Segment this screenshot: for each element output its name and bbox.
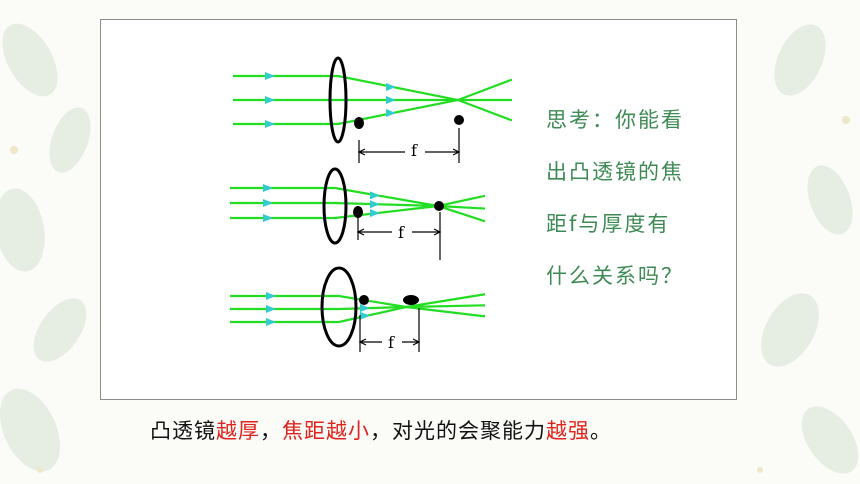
focal-length-label-1: f — [411, 141, 418, 160]
focal-arrowhead-left-1 — [357, 148, 366, 156]
ray-arrow-1-2-2 — [386, 96, 396, 104]
focal-arrowhead-right-1 — [452, 148, 461, 156]
light-ray-2-1 — [230, 186, 486, 223]
caption-highlight-thicker: 越厚 — [216, 419, 260, 443]
caption-highlight-stronger: 越强 — [546, 419, 590, 443]
light-ray-1-1 — [233, 74, 513, 122]
optical-center-dot-1 — [354, 117, 364, 129]
ray-arrow-1-2-1 — [265, 96, 275, 104]
caption-part-3: ， — [260, 419, 282, 443]
optical-center-dot-2 — [353, 206, 363, 218]
question-line-4: 什么关系吗？ — [546, 264, 684, 288]
ray-arrow-2-3-1 — [263, 214, 273, 222]
convex-lens-2 — [322, 167, 348, 245]
light-ray-2-3 — [230, 194, 486, 220]
light-ray-3-3 — [230, 293, 486, 324]
light-ray-3-1 — [230, 294, 486, 318]
light-ray-2-2 — [230, 201, 486, 210]
convex-lens-1 — [328, 56, 348, 144]
ray-arrow-2-1-2 — [370, 191, 380, 200]
ray-arrow-1-1-2 — [386, 83, 396, 91]
light-ray-1-3 — [233, 78, 513, 126]
focal-arrowhead-left-3 — [358, 338, 367, 346]
caption-part-7: 。 — [590, 419, 612, 443]
light-ray-3-2 — [230, 304, 486, 311]
question-line-3: 距f与厚度有 — [546, 212, 671, 236]
ray-arrow-2-1-1 — [263, 184, 273, 192]
caption-highlight-focal-smaller: 焦距越小 — [282, 419, 370, 443]
ray-arrow-3-3-2 — [360, 311, 370, 320]
focal-point-dot-1 — [454, 115, 464, 125]
ray-arrow-1-3-1 — [265, 120, 275, 128]
ray-arrow-1-3-2 — [386, 109, 396, 117]
ray-arrow-3-3-1 — [266, 318, 276, 326]
ray-arrow-2-3-2 — [370, 209, 380, 218]
focal-point-dot-3 — [403, 295, 419, 305]
focal-length-label-3: f — [388, 333, 395, 352]
question-line-2: 出凸透镜的焦 — [546, 160, 684, 184]
focal-arrowhead-right-3 — [412, 338, 421, 346]
ray-arrow-3-2-1 — [266, 305, 276, 313]
focal-point-dot-2 — [434, 201, 444, 211]
caption-part-5: ，对光的会聚能力 — [370, 419, 546, 443]
ray-arrow-1-1-1 — [265, 72, 275, 80]
focal-arrowhead-left-2 — [356, 228, 365, 236]
focal-length-label-2: f — [398, 223, 405, 242]
focal-arrowhead-right-2 — [433, 228, 442, 236]
convex-lens-3 — [320, 266, 358, 348]
optical-center-dot-3 — [359, 295, 369, 305]
ray-arrow-3-2-2 — [360, 304, 370, 313]
conclusion-caption: 凸透镜越厚，焦距越小，对光的会聚能力越强。 — [150, 415, 770, 445]
ray-arrow-2-2-2 — [370, 200, 380, 209]
question-text: 思考：你能看 出凸透镜的焦 距f与厚度有 什么关系吗？ — [546, 94, 736, 302]
ray-arrow-2-2-1 — [263, 199, 273, 207]
ray-arrow-3-1-1 — [266, 292, 276, 300]
caption-part-1: 凸透镜 — [150, 419, 216, 443]
question-line-1: 思考：你能看 — [546, 108, 684, 132]
